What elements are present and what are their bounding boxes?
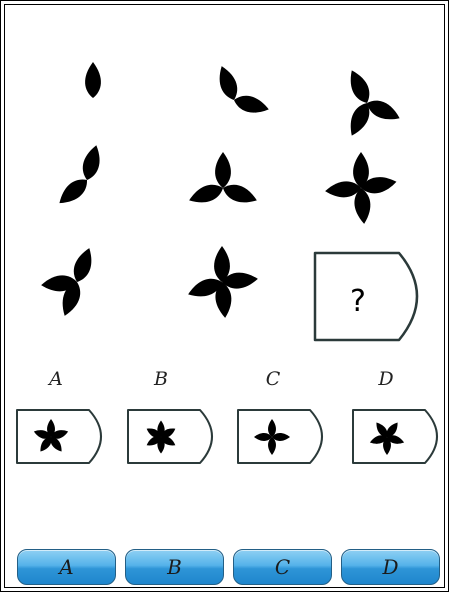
- figure-cell-1: [85, 62, 101, 98]
- figure-cell-8: [185, 246, 259, 319]
- petal-icon: [85, 62, 101, 98]
- petal-icon: [363, 95, 403, 126]
- option-d-letter: D: [378, 368, 394, 390]
- answer-options: [16, 409, 438, 464]
- petal-icon: [231, 92, 271, 117]
- petal-icon: [215, 152, 231, 188]
- petal-icon: [69, 245, 97, 285]
- figure-cell-3: [344, 67, 403, 139]
- option-b-card[interactable]: [127, 409, 213, 464]
- answer-button-d[interactable]: D: [341, 549, 440, 585]
- figure-cell-4: [54, 143, 104, 210]
- option-b-letter: B: [154, 368, 168, 390]
- answer-button-b[interactable]: B: [125, 549, 224, 585]
- figure-cell-2: [214, 63, 271, 117]
- figure-cell-5: [186, 152, 260, 208]
- answer-button-a[interactable]: A: [17, 549, 116, 585]
- figure-cell-7: [40, 245, 97, 319]
- option-c-letter: C: [265, 368, 281, 390]
- petal-icon: [54, 173, 93, 210]
- missing-cell: ?: [313, 251, 419, 342]
- petal-icon: [214, 63, 242, 103]
- petal-icon: [344, 67, 375, 107]
- petal-icon: [79, 143, 104, 183]
- option-a-letter: A: [49, 368, 63, 390]
- question-mark: ?: [350, 284, 366, 319]
- figure-cell-6: [324, 152, 398, 225]
- answer-button-c[interactable]: C: [233, 549, 332, 585]
